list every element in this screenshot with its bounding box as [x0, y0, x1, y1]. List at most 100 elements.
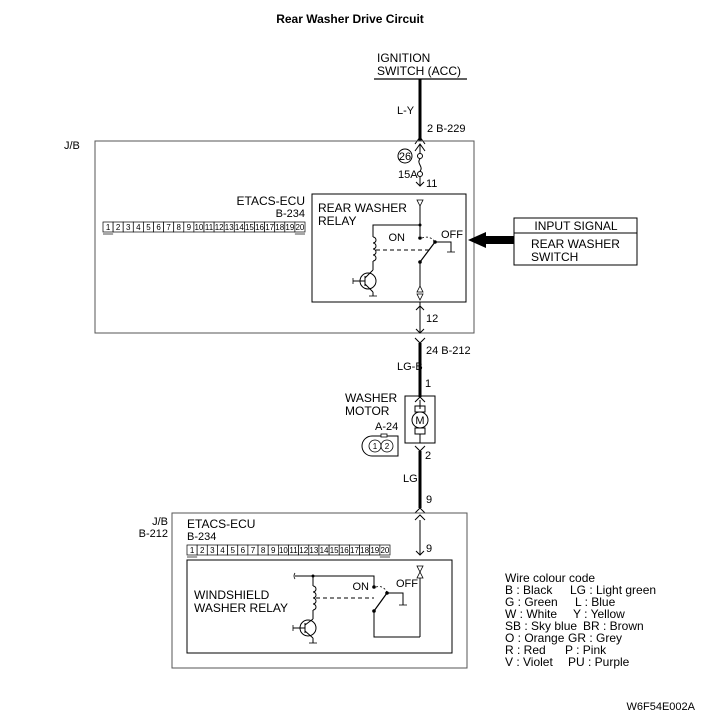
jb2-ecu-name: ETACS-ECU	[187, 517, 255, 531]
legend-entry: SB : Sky blue	[505, 619, 577, 633]
rear-washer-relay-box	[311, 193, 467, 303]
connector-pin-number: 18	[360, 546, 369, 555]
connector-pin-number: 17	[265, 223, 274, 232]
connector-pin-number: 5	[230, 546, 235, 555]
connector-pin-number: 2	[200, 546, 205, 555]
relay2-off-label: OFF	[396, 578, 418, 590]
legend-entry: PU : Purple	[568, 655, 630, 669]
legend-entry: V : Violet	[505, 655, 553, 669]
connector-pin-number: 8	[177, 223, 182, 232]
input-signal-box	[513, 217, 638, 266]
connector-chevron-icon	[414, 337, 426, 344]
connector-pin-number: 9	[187, 223, 192, 232]
connector-pin-number: 14	[235, 223, 244, 232]
connector-pin-number: 4	[220, 546, 225, 555]
input-signal-line1: REAR WASHER	[531, 237, 620, 251]
legend-entry: LG : Light green	[570, 583, 656, 597]
windshield-washer-relay-symbol	[292, 565, 424, 644]
connector-chevron-icon	[414, 136, 426, 145]
connector-pin-number: 17	[350, 546, 359, 555]
motor-connector-id: A-24	[375, 421, 398, 433]
connector-pin-number: 16	[255, 223, 264, 232]
fuse-terminal-icon	[417, 171, 423, 177]
arrow-down-icon	[415, 328, 425, 334]
connector-pin-number: 1	[190, 546, 195, 555]
connector-pin-number: 14	[320, 546, 329, 555]
washer-motor-label-2: MOTOR	[345, 404, 390, 418]
motor-connector-face-icon	[361, 433, 399, 457]
connector-pin-number: 5	[146, 223, 151, 232]
windshield-washer-relay-box	[186, 559, 453, 654]
diagram-title: Rear Washer Drive Circuit	[276, 12, 424, 26]
connector-chevron-icon	[414, 445, 426, 452]
fuse-terminal-icon	[417, 153, 423, 159]
junction-block-2	[171, 512, 468, 669]
jb2-pin-9-inner: 9	[426, 543, 432, 555]
relay2-on-label: ON	[353, 581, 370, 593]
ignition-label-line1: IGNITION	[377, 51, 430, 65]
legend-entry: R : Red	[505, 643, 546, 657]
pin-12: 12	[426, 313, 438, 325]
connector-pin-number: 16	[340, 546, 349, 555]
connector-pin-number: 3	[126, 223, 131, 232]
fuse-number-circle-icon	[397, 148, 413, 164]
motor-symbol-label: M	[415, 415, 424, 427]
input-signal-line2: SWITCH	[531, 250, 578, 264]
connector-pin-number: 15	[245, 223, 254, 232]
arrow-down-icon	[415, 181, 425, 187]
fuse-rating: 15A	[398, 169, 418, 181]
motor-pin-1: 1	[425, 378, 431, 390]
legend-entry: O : Orange	[505, 631, 565, 645]
connector-pin-number: 10	[279, 546, 288, 555]
figure-id: W6F54E002A	[627, 701, 696, 713]
connector-pin-number: 18	[275, 223, 284, 232]
fuse-number: 26	[399, 151, 411, 163]
legend-entry: Y : Yellow	[573, 607, 625, 621]
connector-pin-number: 1	[106, 223, 111, 232]
legend-title: Wire colour code	[505, 571, 595, 585]
legend-entry: G : Green	[505, 595, 558, 609]
rear-washer-relay-label-2: RELAY	[318, 214, 356, 228]
input-signal-arrow-icon	[468, 232, 514, 248]
connector-pin-cell	[379, 544, 391, 556]
arrow-down-icon	[415, 550, 425, 556]
motor-connector-pin-1: 1	[373, 442, 378, 451]
jb1-ecu-name: ETACS-ECU	[237, 194, 305, 208]
connector-chevron-icon	[414, 507, 426, 514]
legend-entry: GR : Grey	[568, 631, 622, 645]
motor-pin-2: 2	[425, 450, 431, 462]
connector-pin-number: 20	[380, 546, 389, 555]
rear-washer-relay-symbol	[352, 199, 455, 301]
connector-chevron-icon	[414, 396, 426, 403]
connector-pin-number: 3	[210, 546, 215, 555]
jb1-ecu-connector: B-234	[276, 208, 305, 220]
connector-pin-number: 10	[194, 223, 203, 232]
junction-block-1	[94, 140, 475, 334]
connector-pin-number: 2	[116, 223, 121, 232]
jb2-pin-9-outer: 9	[426, 494, 432, 506]
legend-entry: B : Black	[505, 583, 553, 597]
wire-color-lg-b: LG-B	[397, 361, 423, 373]
arrow-up-icon	[415, 305, 425, 311]
wire-color-l-y: L-Y	[397, 105, 415, 117]
connector-pin-cell	[294, 221, 306, 233]
connector-pin-number: 9	[271, 546, 276, 555]
connector-pin-number: 19	[285, 223, 294, 232]
washer-motor-label-1: WASHER	[345, 391, 398, 405]
relay1-off-label: OFF	[441, 229, 463, 241]
jb1-label: J/B	[64, 140, 80, 152]
connector-chevron-icon	[414, 514, 426, 521]
connector-pin-number: 4	[136, 223, 141, 232]
motor-connector-pin-2: 2	[385, 442, 390, 451]
motor-brush-icon	[414, 427, 426, 435]
legend-entry: P : Pink	[565, 643, 607, 657]
pin-11: 11	[426, 178, 437, 190]
legend-entry: W : White	[505, 607, 557, 621]
connector-pin-number: 8	[261, 546, 266, 555]
wire-color-lg: LG	[403, 473, 418, 485]
rear-washer-relay-label-1: REAR WASHER	[318, 201, 407, 215]
